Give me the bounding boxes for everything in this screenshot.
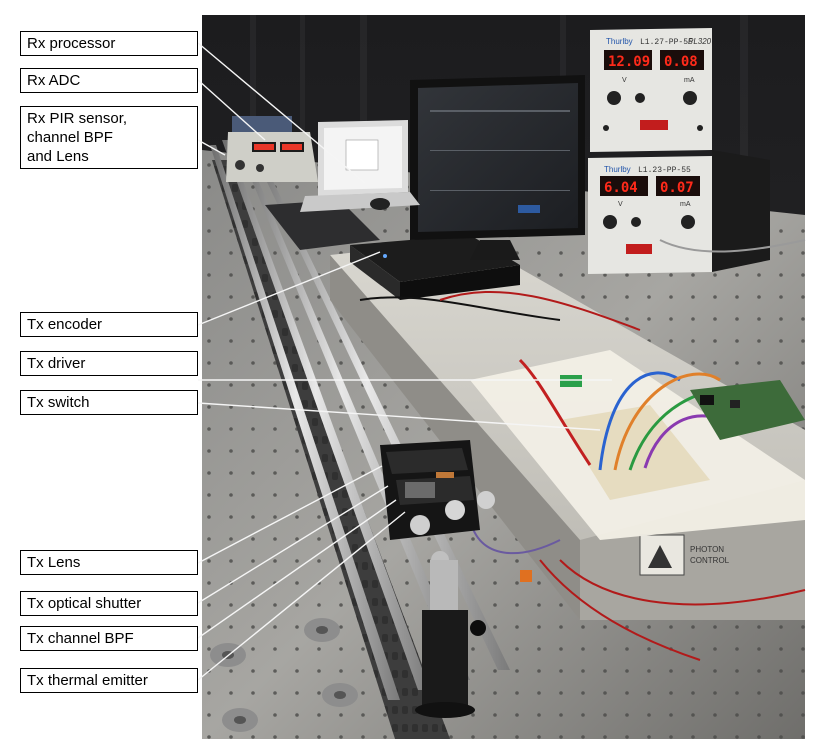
psu-top-display-left: 12.09 [608,54,650,70]
leader-rx-processor [197,42,366,184]
psu-bottom-display-left: 6.04 [604,180,638,196]
rx-adc-unit [226,116,318,182]
case-text-line2: CONTROL [690,556,730,565]
keyboard [265,200,380,250]
label-rx-adc-text: Rx ADC [27,72,81,89]
case-text-line1: PHOTON [690,545,724,554]
breadboard-circuit [518,358,805,500]
label-rx-processor: Rx processor [20,31,198,56]
leader-rx-adc [197,79,266,141]
orange-connector [520,570,532,582]
label-rx-pir-line3: and Lens [27,148,89,165]
psu-top-model: L1.27-PP-55 [640,38,693,47]
label-tx-driver-text: Tx driver [27,355,86,372]
label-tx-driver: Tx driver [20,351,198,376]
label-tx-optical-shutter-text: Tx optical shutter [27,595,142,612]
green-clip [560,375,582,387]
psu-top-unit-left: V [622,77,627,84]
leader-tx-switch [197,402,601,431]
label-tx-optical-shutter: Tx optical shutter [20,591,198,616]
label-tx-channel-bpf-text: Tx channel BPF [27,630,134,647]
label-rx-pir-sensor: Rx PIR sensor, channel BPF and Lens [20,106,198,169]
psu-bottom-display-right: 0.07 [660,180,694,196]
psu-top: Thurlby L1.27-PP-55 PL320 12.09 0.08 V m… [590,28,712,152]
psu-bottom-model: L1.23-PP-55 [638,166,691,175]
label-tx-channel-bpf: Tx channel BPF [20,626,198,651]
label-tx-switch: Tx switch [20,390,198,415]
psu-side-shadow [712,150,770,272]
label-rx-pir-line1: Rx PIR sensor, [27,110,128,127]
cage-rails [210,140,510,700]
photo-region: PHOTON CONTROL [202,15,806,739]
label-rx-adc: Rx ADC [20,68,198,93]
leader-tx-channel-bpf [197,499,397,639]
psu-bottom-brand: Thurlby [604,165,631,174]
label-tx-thermal-emitter: Tx thermal emitter [20,668,198,693]
leader-tx-optical-shutter [197,485,389,604]
psu-top-brand: Thurlby [606,37,633,46]
leader-tx-lens [197,465,383,564]
leader-tx-encoder [197,251,381,326]
label-tx-thermal-emitter-text: Tx thermal emitter [27,672,148,689]
label-tx-encoder-text: Tx encoder [27,316,103,333]
leader-lines [197,42,612,681]
leader-rx-pir [197,139,226,156]
label-tx-encoder: Tx encoder [20,312,198,337]
monitor [410,75,585,260]
psu-bottom-unit-left: V [618,201,623,208]
post-holder [415,560,486,718]
laptop [300,120,420,212]
psu-top-display-right: 0.08 [664,54,698,70]
psu-bottom-unit-right: mA [680,201,691,208]
cables [359,239,806,661]
label-tx-lens: Tx Lens [20,550,198,575]
psu-bottom: Thurlby L1.23-PP-55 6.04 0.07 V mA [588,156,712,274]
label-tx-lens-text: Tx Lens [27,554,81,571]
psu-top-unit-right: mA [684,77,695,84]
label-rx-pir-line2: channel BPF [27,129,113,146]
label-tx-switch-text: Tx switch [27,394,90,411]
psu-top-series: PL320 [688,37,712,46]
leader-tx-thermal-emitter [197,511,406,681]
label-rx-processor-text: Rx processor [27,35,116,52]
table-bolts [210,618,358,732]
